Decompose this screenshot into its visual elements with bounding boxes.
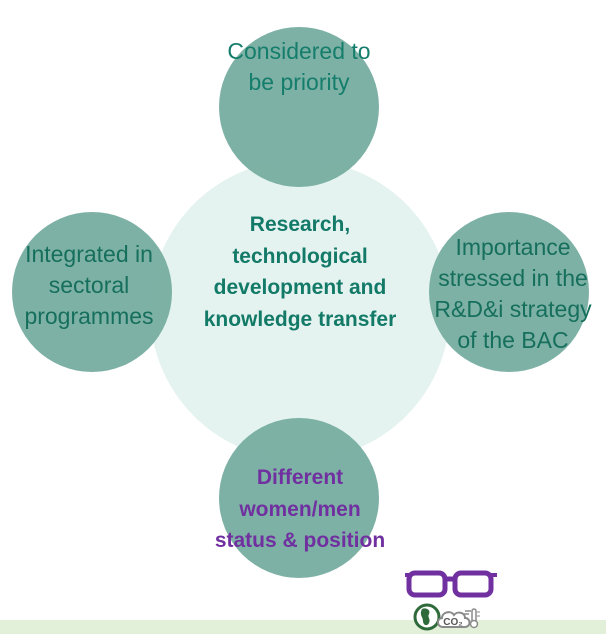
top-label: Considered to be priority bbox=[227, 38, 371, 95]
co2-text: CO₂ bbox=[443, 617, 462, 628]
bottom-label: Different women/men status & position bbox=[214, 466, 386, 552]
bottom-circle bbox=[219, 418, 379, 578]
left-label: Integrated in sectoral programmes bbox=[24, 241, 154, 329]
footer-band bbox=[0, 620, 606, 634]
center-label: Research, technological development and … bbox=[203, 213, 397, 331]
right-circle bbox=[429, 212, 589, 372]
left-circle bbox=[12, 212, 172, 372]
right-label: Importance stressed in the R&D&i strateg… bbox=[434, 234, 592, 353]
glasses-logo-icon: CO₂ bbox=[405, 570, 497, 631]
top-circle bbox=[219, 27, 379, 187]
center-circle bbox=[150, 160, 450, 460]
